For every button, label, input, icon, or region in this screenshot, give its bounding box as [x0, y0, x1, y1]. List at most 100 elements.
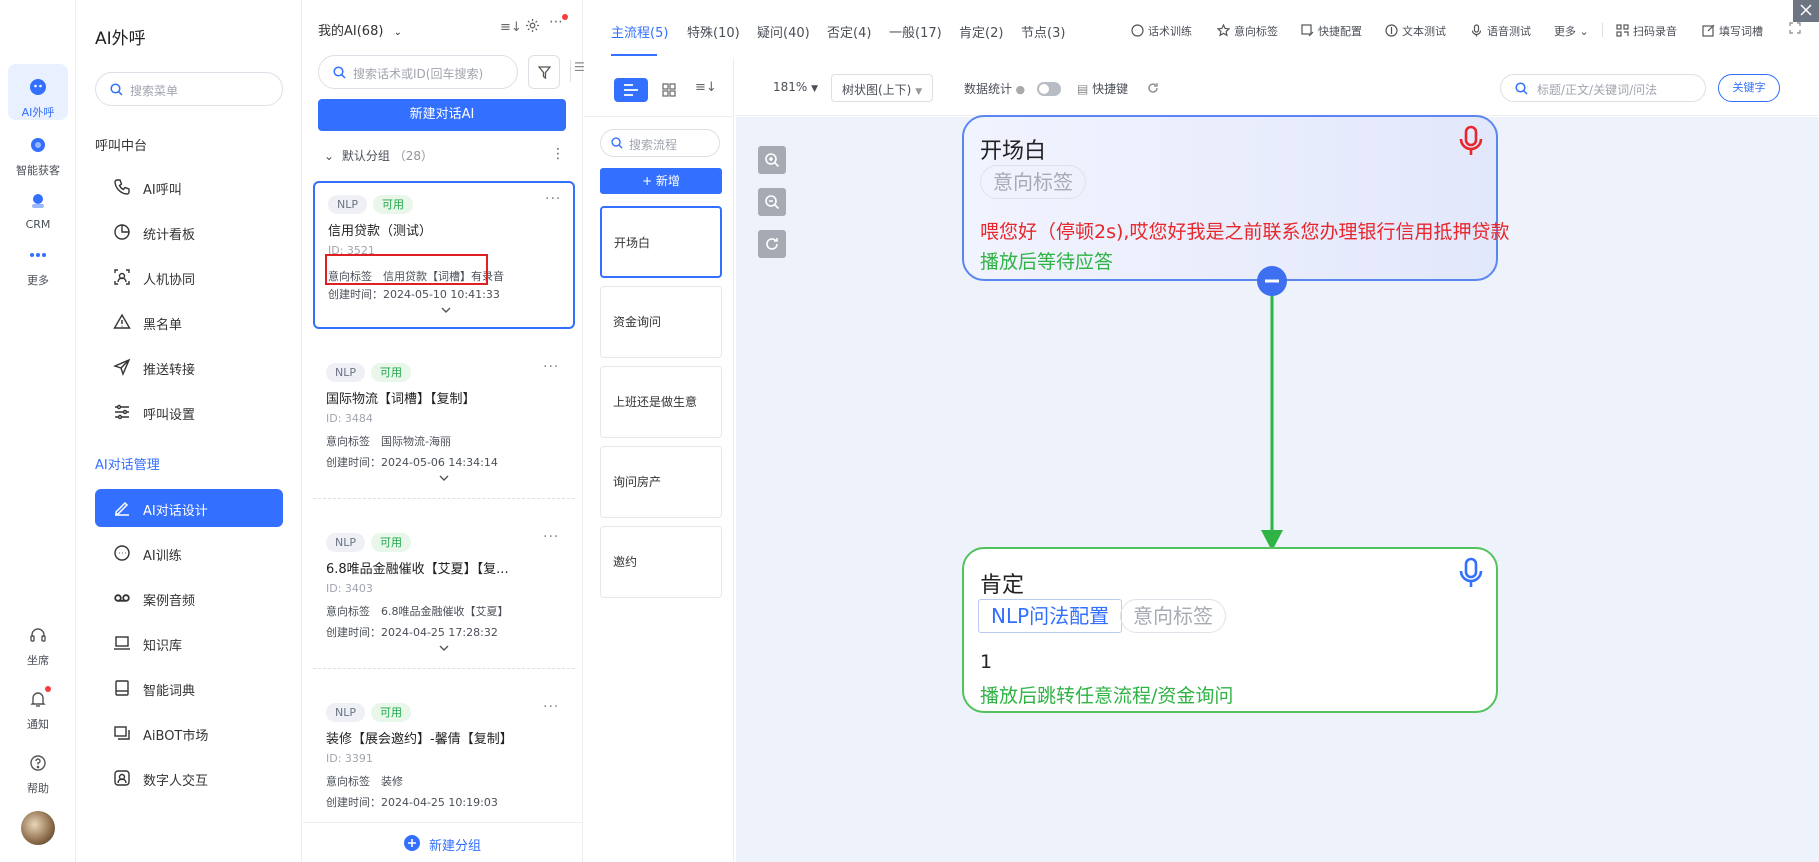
microphone-icon[interactable]: [1458, 125, 1484, 157]
card-more-icon[interactable]: ···: [543, 699, 560, 715]
sort-icon[interactable]: ≡↓: [695, 80, 717, 95]
intent-tag-chip[interactable]: 意向标签: [1120, 599, 1226, 633]
chevron-down-icon: ⌄: [324, 149, 335, 163]
my-ai-dropdown[interactable]: 我的AI(68) ⌄: [318, 20, 402, 39]
tool-text-test[interactable]: 文本测试: [1385, 23, 1446, 39]
chevron-down-icon[interactable]: [439, 303, 453, 317]
menu-item-digital-human[interactable]: 数字人交互: [95, 759, 283, 797]
flow-canvas[interactable]: 开场白 意向标签 喂您好（停顿2s),哎您好我是之前联系您办理银行信用抵押贷款 …: [736, 115, 1819, 862]
data-stats-label: 数据统计 ●: [964, 80, 1025, 97]
new-group-button[interactable]: 新建分组: [303, 822, 583, 862]
rail-item-notify[interactable]: 通知: [0, 684, 76, 732]
flow-item-work-or-business[interactable]: 上班还是做生意: [600, 366, 722, 438]
tab-main-flow[interactable]: 主流程(5): [611, 26, 669, 41]
node-action-text: 播放后跳转任意流程/资金询问: [980, 685, 1234, 707]
flow-item-invite[interactable]: 邀约: [600, 526, 722, 598]
menu-item-call-settings[interactable]: 呼叫设置: [95, 393, 283, 431]
zoom-select[interactable]: 181% ▼: [773, 80, 818, 94]
chevron-down-icon[interactable]: [437, 641, 451, 655]
card-more-icon[interactable]: ···: [545, 191, 562, 207]
tool-quick-config[interactable]: 快捷配置: [1301, 23, 1362, 39]
tool-scan-record[interactable]: 扫码录音: [1616, 23, 1677, 39]
menu-item-case-audio[interactable]: 案例音频: [95, 579, 283, 617]
tab-special[interactable]: 特殊(10): [687, 26, 740, 41]
collapse-node-button[interactable]: [1257, 266, 1287, 296]
bot-search-input[interactable]: 搜索话术或ID(回车搜索): [318, 55, 518, 89]
intent-tag-chip[interactable]: 意向标签: [980, 165, 1086, 199]
menu-item-human-machine[interactable]: 人机协同: [95, 258, 283, 296]
rail-item-ai-outbound[interactable]: AI外呼: [0, 72, 76, 120]
tab-positive[interactable]: 肯定(2): [959, 26, 1004, 41]
tool-voice-test[interactable]: 语音测试: [1470, 23, 1531, 39]
card-more-icon[interactable]: ···: [543, 529, 560, 545]
fullscreen-icon[interactable]: [1789, 22, 1801, 34]
card-more-icon[interactable]: ···: [543, 359, 560, 375]
avatar[interactable]: [21, 811, 55, 845]
new-ai-button[interactable]: 新建对话AI: [318, 99, 566, 131]
more-icon[interactable]: ⋯: [549, 14, 563, 30]
add-flow-button[interactable]: + 新增: [600, 168, 722, 194]
tool-intent-tags[interactable]: 意向标签: [1217, 23, 1278, 39]
menu-item-blacklist[interactable]: 黑名单: [95, 303, 283, 341]
canvas-search-input[interactable]: 标题/正文/关键词/问法: [1500, 74, 1706, 102]
tab-negative[interactable]: 否定(4): [827, 26, 872, 41]
keyword-button[interactable]: 关键字: [1718, 74, 1780, 102]
menu-item-push-transfer[interactable]: 推送转接: [95, 348, 283, 386]
menu-item-stats[interactable]: 统计看板: [95, 213, 283, 251]
bot-card[interactable]: NLP 可用 ··· 国际物流【词槽】【复制】 ID: 3484 意向标签 国际…: [313, 351, 575, 499]
rail-item-acquisition[interactable]: 智能获客: [0, 130, 76, 178]
rail-item-help[interactable]: 帮助: [0, 748, 76, 796]
pie-chart-icon: [114, 224, 130, 240]
layout-select[interactable]: 树状图(上下) ▼: [831, 74, 934, 102]
microphone-icon[interactable]: [1458, 557, 1484, 589]
filter-button[interactable]: [528, 55, 560, 89]
rail-item-crm[interactable]: CRM: [0, 186, 76, 231]
toolbar-divider: [1602, 23, 1603, 37]
tool-more-dropdown[interactable]: 更多 ⌄: [1554, 23, 1589, 39]
menu-item-aibot-market[interactable]: AiBOT市场: [95, 714, 283, 752]
zoom-out-button[interactable]: [758, 188, 786, 216]
rail-item-more[interactable]: 更多: [0, 240, 76, 288]
bot-card[interactable]: NLP 可用 ··· 6.8唯品金融催收【艾夏】【复... ID: 3403 意…: [313, 521, 575, 669]
group-more-icon[interactable]: ⋮: [551, 146, 565, 162]
tool-script-training[interactable]: 话术训练: [1131, 23, 1192, 39]
flow-search-input[interactable]: 搜索流程: [600, 129, 720, 157]
status-badge: 可用: [371, 703, 411, 722]
bot-card[interactable]: NLP 可用 ··· 装修【展会邀约】-馨倩【复制】 ID: 3391 意向标签…: [313, 691, 575, 839]
refresh-icon[interactable]: [1147, 82, 1159, 94]
menu-item-ai-call[interactable]: AI呼叫: [95, 168, 283, 206]
menu-search-input[interactable]: 搜索菜单: [95, 72, 283, 106]
flow-node-opening[interactable]: 开场白 意向标签 喂您好（停顿2s),哎您好我是之前联系您办理银行信用抵押贷款 …: [962, 115, 1509, 281]
zoom-in-button[interactable]: [758, 146, 786, 174]
nlp-config-chip[interactable]: NLP问法配置: [978, 599, 1123, 633]
flow-item-opening[interactable]: 开场白: [600, 206, 722, 278]
chevron-down-icon[interactable]: [437, 471, 451, 485]
bot-card[interactable]: NLP 可用 ··· 信用贷款（测试） ID: 3521 意向标签 信用贷款【词…: [313, 181, 575, 329]
zoom-out-icon: [765, 195, 780, 210]
settings-icon[interactable]: [525, 18, 540, 33]
bot-id: ID: 3521: [328, 244, 375, 257]
view-list-button[interactable]: [614, 78, 648, 102]
menu-item-dictionary[interactable]: 智能词典: [95, 669, 283, 707]
flow-item-funds[interactable]: 资金询问: [600, 286, 722, 358]
menu-item-ai-training[interactable]: AI训练: [95, 534, 283, 572]
list-toggle-icon[interactable]: ☰: [570, 60, 585, 82]
tool-fill-slot[interactable]: 填写词槽: [1702, 23, 1763, 39]
data-stats-text: 数据统计: [964, 82, 1013, 96]
menu-item-ai-dialog-design[interactable]: AI对话设计: [95, 489, 283, 527]
star-icon: [1217, 24, 1230, 37]
flow-item-property[interactable]: 询问房产: [600, 446, 722, 518]
shortcut-button[interactable]: ▤ 快捷键: [1077, 80, 1128, 97]
tab-node[interactable]: 节点(3): [1021, 26, 1066, 41]
view-grid-button[interactable]: [652, 78, 686, 102]
menu-item-knowledge[interactable]: 知识库: [95, 624, 283, 662]
reset-view-button[interactable]: [758, 230, 786, 258]
tab-general[interactable]: 一般(17): [889, 26, 942, 41]
flow-node-positive[interactable]: 肯定 NLP问法配置 意向标签 1 播放后跳转任意流程/资金询问: [962, 547, 1498, 713]
tab-question[interactable]: 疑问(40): [757, 26, 810, 41]
bot-group-header[interactable]: ⌄ 默认分组 （28）: [324, 147, 433, 164]
sort-icon[interactable]: ≡↓: [500, 20, 522, 35]
rail-item-seat[interactable]: 坐席: [0, 620, 76, 668]
data-stats-toggle[interactable]: [1037, 82, 1061, 96]
window-corner[interactable]: [1793, 0, 1819, 22]
